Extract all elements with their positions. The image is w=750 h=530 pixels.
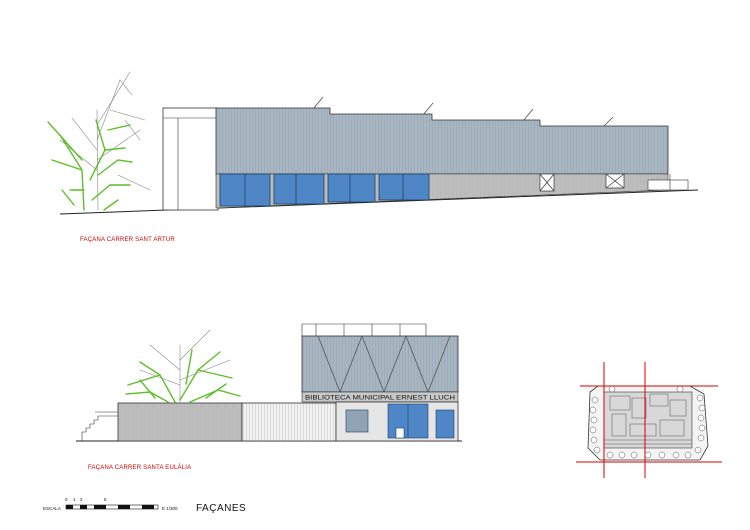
site-key-plan [576, 362, 722, 478]
service-doors [539, 173, 625, 192]
roof-railing [301, 323, 427, 336]
scale-label: ESCALA [43, 506, 61, 511]
site-section-lines [576, 362, 722, 478]
ground-floor-glazing [345, 403, 455, 439]
library-volume [301, 335, 459, 393]
library-signage: BIBLIOTECA MUNICIPAL ERNEST LLUCH [305, 396, 455, 402]
sheet-title: FAÇANES [196, 503, 246, 514]
low-block [117, 402, 243, 442]
glazing-bays [219, 173, 430, 207]
scale-bar: ESCALA 0 1 2 5 E 1/300 [43, 497, 178, 511]
caption-santa-eulalia: FAÇANA CARRER SANTA EULÀLIA [88, 464, 191, 471]
scale-tick-5: 5 [104, 497, 107, 502]
tree-center [125, 329, 241, 403]
elevation-sant-artur [47, 71, 699, 215]
cladding-volume [215, 107, 669, 175]
scale-tick-2: 2 [80, 497, 83, 502]
annex [647, 179, 689, 191]
tree-left [47, 71, 151, 211]
entrance-block [162, 107, 219, 211]
scale-ratio: E 1/300 [162, 506, 178, 511]
caption-sant-artur: FAÇANA CARRER SANT ARTUR [80, 237, 175, 243]
library-truss [317, 335, 451, 393]
roof-skylights [312, 96, 614, 128]
elevation-santa-eulalia: BIBLIOTECA MUNICIPAL ERNEST LLUCH [76, 323, 462, 442]
slatted-screen [241, 402, 337, 442]
scale-tick-0: 0 [65, 497, 68, 502]
scale-tick-1: 1 [73, 497, 76, 502]
